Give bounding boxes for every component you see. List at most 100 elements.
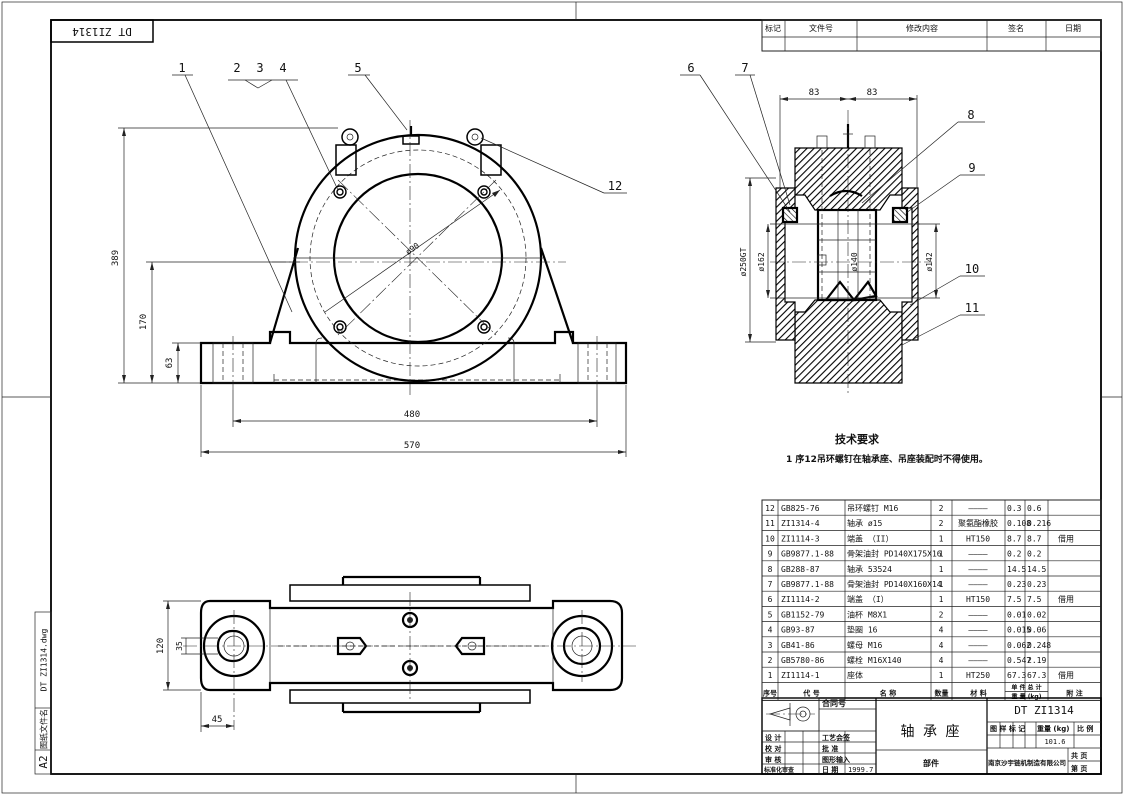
drawing-number: DT ZI1314 xyxy=(1014,704,1074,717)
rev-header-sign: 签名 xyxy=(1008,23,1024,33)
bom-cell-name: 骨架油封 PD140X175X16 xyxy=(847,549,942,559)
scale-label: 比 例 xyxy=(1077,724,1093,733)
balloons-front: 1 2 3 4 5 12 xyxy=(172,61,627,313)
bom-cell-material: ———— xyxy=(968,504,987,513)
bom-cell-code: ZI1114-3 xyxy=(781,534,820,543)
role-review: 审 核 xyxy=(765,755,781,764)
bom-cell-no: 9 xyxy=(768,550,773,559)
side-seal-dia: ø142 xyxy=(925,252,934,271)
bom-cell-material: ———— xyxy=(968,580,987,589)
bom-cell-w1: 0.108 xyxy=(1007,519,1031,528)
bom-cell-w1: 67.3 xyxy=(1007,671,1026,680)
bom-cell-no: 11 xyxy=(765,519,775,528)
sheet-size: A2 xyxy=(37,755,50,768)
bom-cell-name: 座体 xyxy=(847,670,863,680)
front-height-base: 63 xyxy=(165,358,175,369)
plan-offset: 45 xyxy=(212,715,223,725)
bom-cell-w2: 0.23 xyxy=(1027,580,1046,589)
bom-header-weight-top: 单 件 总 计 xyxy=(1011,683,1041,691)
bom-cell-no: 1 xyxy=(768,671,773,680)
role-input: 图形输入 xyxy=(822,755,850,764)
bom-cell-qty: 2 xyxy=(939,504,944,513)
balloon-5: 5 xyxy=(354,61,361,75)
tech-req-title: 技术要求 xyxy=(835,432,880,446)
balloon-6: 6 xyxy=(687,61,694,75)
bom-cell-material: ———— xyxy=(968,656,987,665)
bom-cell-no: 5 xyxy=(768,610,773,619)
rev-header-file: 文件号 xyxy=(809,23,833,33)
drawing-code-rotated: DT ZI1314 xyxy=(72,25,132,38)
bom-cell-w1: 0.3 xyxy=(1007,504,1022,513)
drawing-code-box: DT ZI1314 xyxy=(50,19,154,43)
bom-cell-qty: 4 xyxy=(939,626,944,635)
bom-cell-note: 借用 xyxy=(1058,594,1074,604)
bom-cell-w1: 0.23 xyxy=(1007,580,1026,589)
bom-cell-qty: 1 xyxy=(939,595,944,604)
balloon-9: 9 xyxy=(968,161,975,175)
role-date: 日 期 xyxy=(822,765,838,774)
bom-cell-w1: 0.01 xyxy=(1007,610,1026,619)
role-standard: 标准化审查 xyxy=(763,766,794,774)
bom-cell-w2: 0.6 xyxy=(1027,504,1042,513)
role-process: 工艺会签 xyxy=(822,733,851,742)
bom-cell-name: 端盖 （II） xyxy=(847,533,893,543)
left-strip: DT ZI1314.dwg 图纸文件名 A2 xyxy=(34,611,52,775)
side-section-view: 83 83 ø250GT ø162 ø140 ø142 xyxy=(739,88,940,395)
bom-header-material: 材 料 xyxy=(969,688,986,697)
doc-type: 部件 xyxy=(923,758,939,768)
bom-cell-name: 轴承 53524 xyxy=(847,564,892,574)
bom-cell-material: 聚氨酯橡胶 xyxy=(958,518,998,528)
bom-cell-w1: 0.2 xyxy=(1007,550,1022,559)
role-check: 校 对 xyxy=(765,744,781,753)
bom-cell-w2: 2.19 xyxy=(1027,656,1046,665)
bom-cell-code: GB9877.1-88 xyxy=(781,580,834,589)
bom-cell-w2: 8.7 xyxy=(1027,534,1042,543)
bom-cell-note: 借用 xyxy=(1058,533,1074,543)
front-height-total: 389 xyxy=(111,250,121,266)
bom-cell-name: 骨架油封 PD140X160X14 xyxy=(847,579,942,589)
bom-cell-qty: 2 xyxy=(939,519,944,528)
bom-cell-material: ———— xyxy=(968,565,987,574)
bom-cell-no: 4 xyxy=(768,626,773,635)
bom-cell-w1: 0.062 xyxy=(1007,641,1031,650)
bom-cell-material: HT150 xyxy=(966,595,990,604)
bom-cell-name: 螺母 M16 xyxy=(847,640,882,650)
tech-req-item-1: 1 序12吊环螺钉在轴承座、吊座装配时不得使用。 xyxy=(786,453,988,465)
bom-cell-w2: 7.5 xyxy=(1027,595,1042,604)
bom-cell-w1: 8.7 xyxy=(1007,534,1022,543)
bom-cell-qty: 1 xyxy=(939,565,944,574)
side-outer-dia: ø250GT xyxy=(739,247,748,276)
title-block: 合同号 设 计 校 对 审 核 标准化审查 工艺会签 批 准 图形输入 日 期 … xyxy=(761,697,1102,775)
company-name: 南京沙宇链机制造有限公司 xyxy=(988,758,1066,767)
bom-cell-qty: 1 xyxy=(939,671,944,680)
bom-cell-material: HT250 xyxy=(966,671,990,680)
front-height-center: 170 xyxy=(139,314,149,330)
contract-label: 合同号 xyxy=(821,698,846,708)
bom-cell-note: 借用 xyxy=(1058,670,1074,680)
balloon-10: 10 xyxy=(965,262,979,276)
total-sheets-label: 共 页 xyxy=(1071,751,1087,760)
bom-cell-code: GB41-86 xyxy=(781,641,815,650)
bom-cell-w1: 7.5 xyxy=(1007,595,1022,604)
bom-cell-w2: 0.02 xyxy=(1027,610,1046,619)
bom-cell-code: GB9877.1-88 xyxy=(781,550,834,559)
bom-cell-no: 10 xyxy=(765,534,775,543)
bom-cell-material: ———— xyxy=(968,610,987,619)
bom-cell-no: 7 xyxy=(768,580,773,589)
balloon-8: 8 xyxy=(967,108,974,122)
weight-value: 101.6 xyxy=(1044,738,1065,746)
bom-cell-material: ———— xyxy=(968,641,987,650)
sheet-no-label: 第 页 xyxy=(1071,764,1087,773)
revision-table: 标记 文件号 修改内容 签名 日期 xyxy=(761,19,1102,52)
bom-cell-qty: 1 xyxy=(939,534,944,543)
bom-header-no: 序号 xyxy=(762,688,777,697)
balloon-3: 3 xyxy=(256,61,263,75)
plan-slot: 35 xyxy=(175,641,184,651)
side-half-left: 83 xyxy=(809,88,820,98)
balloon-1: 1 xyxy=(178,61,185,75)
bom-header-qty: 数量 xyxy=(935,688,949,697)
bom-cell-w2: 0.2 xyxy=(1027,550,1042,559)
bom-cell-no: 3 xyxy=(768,641,773,650)
bom-cell-no: 2 xyxy=(768,656,773,665)
